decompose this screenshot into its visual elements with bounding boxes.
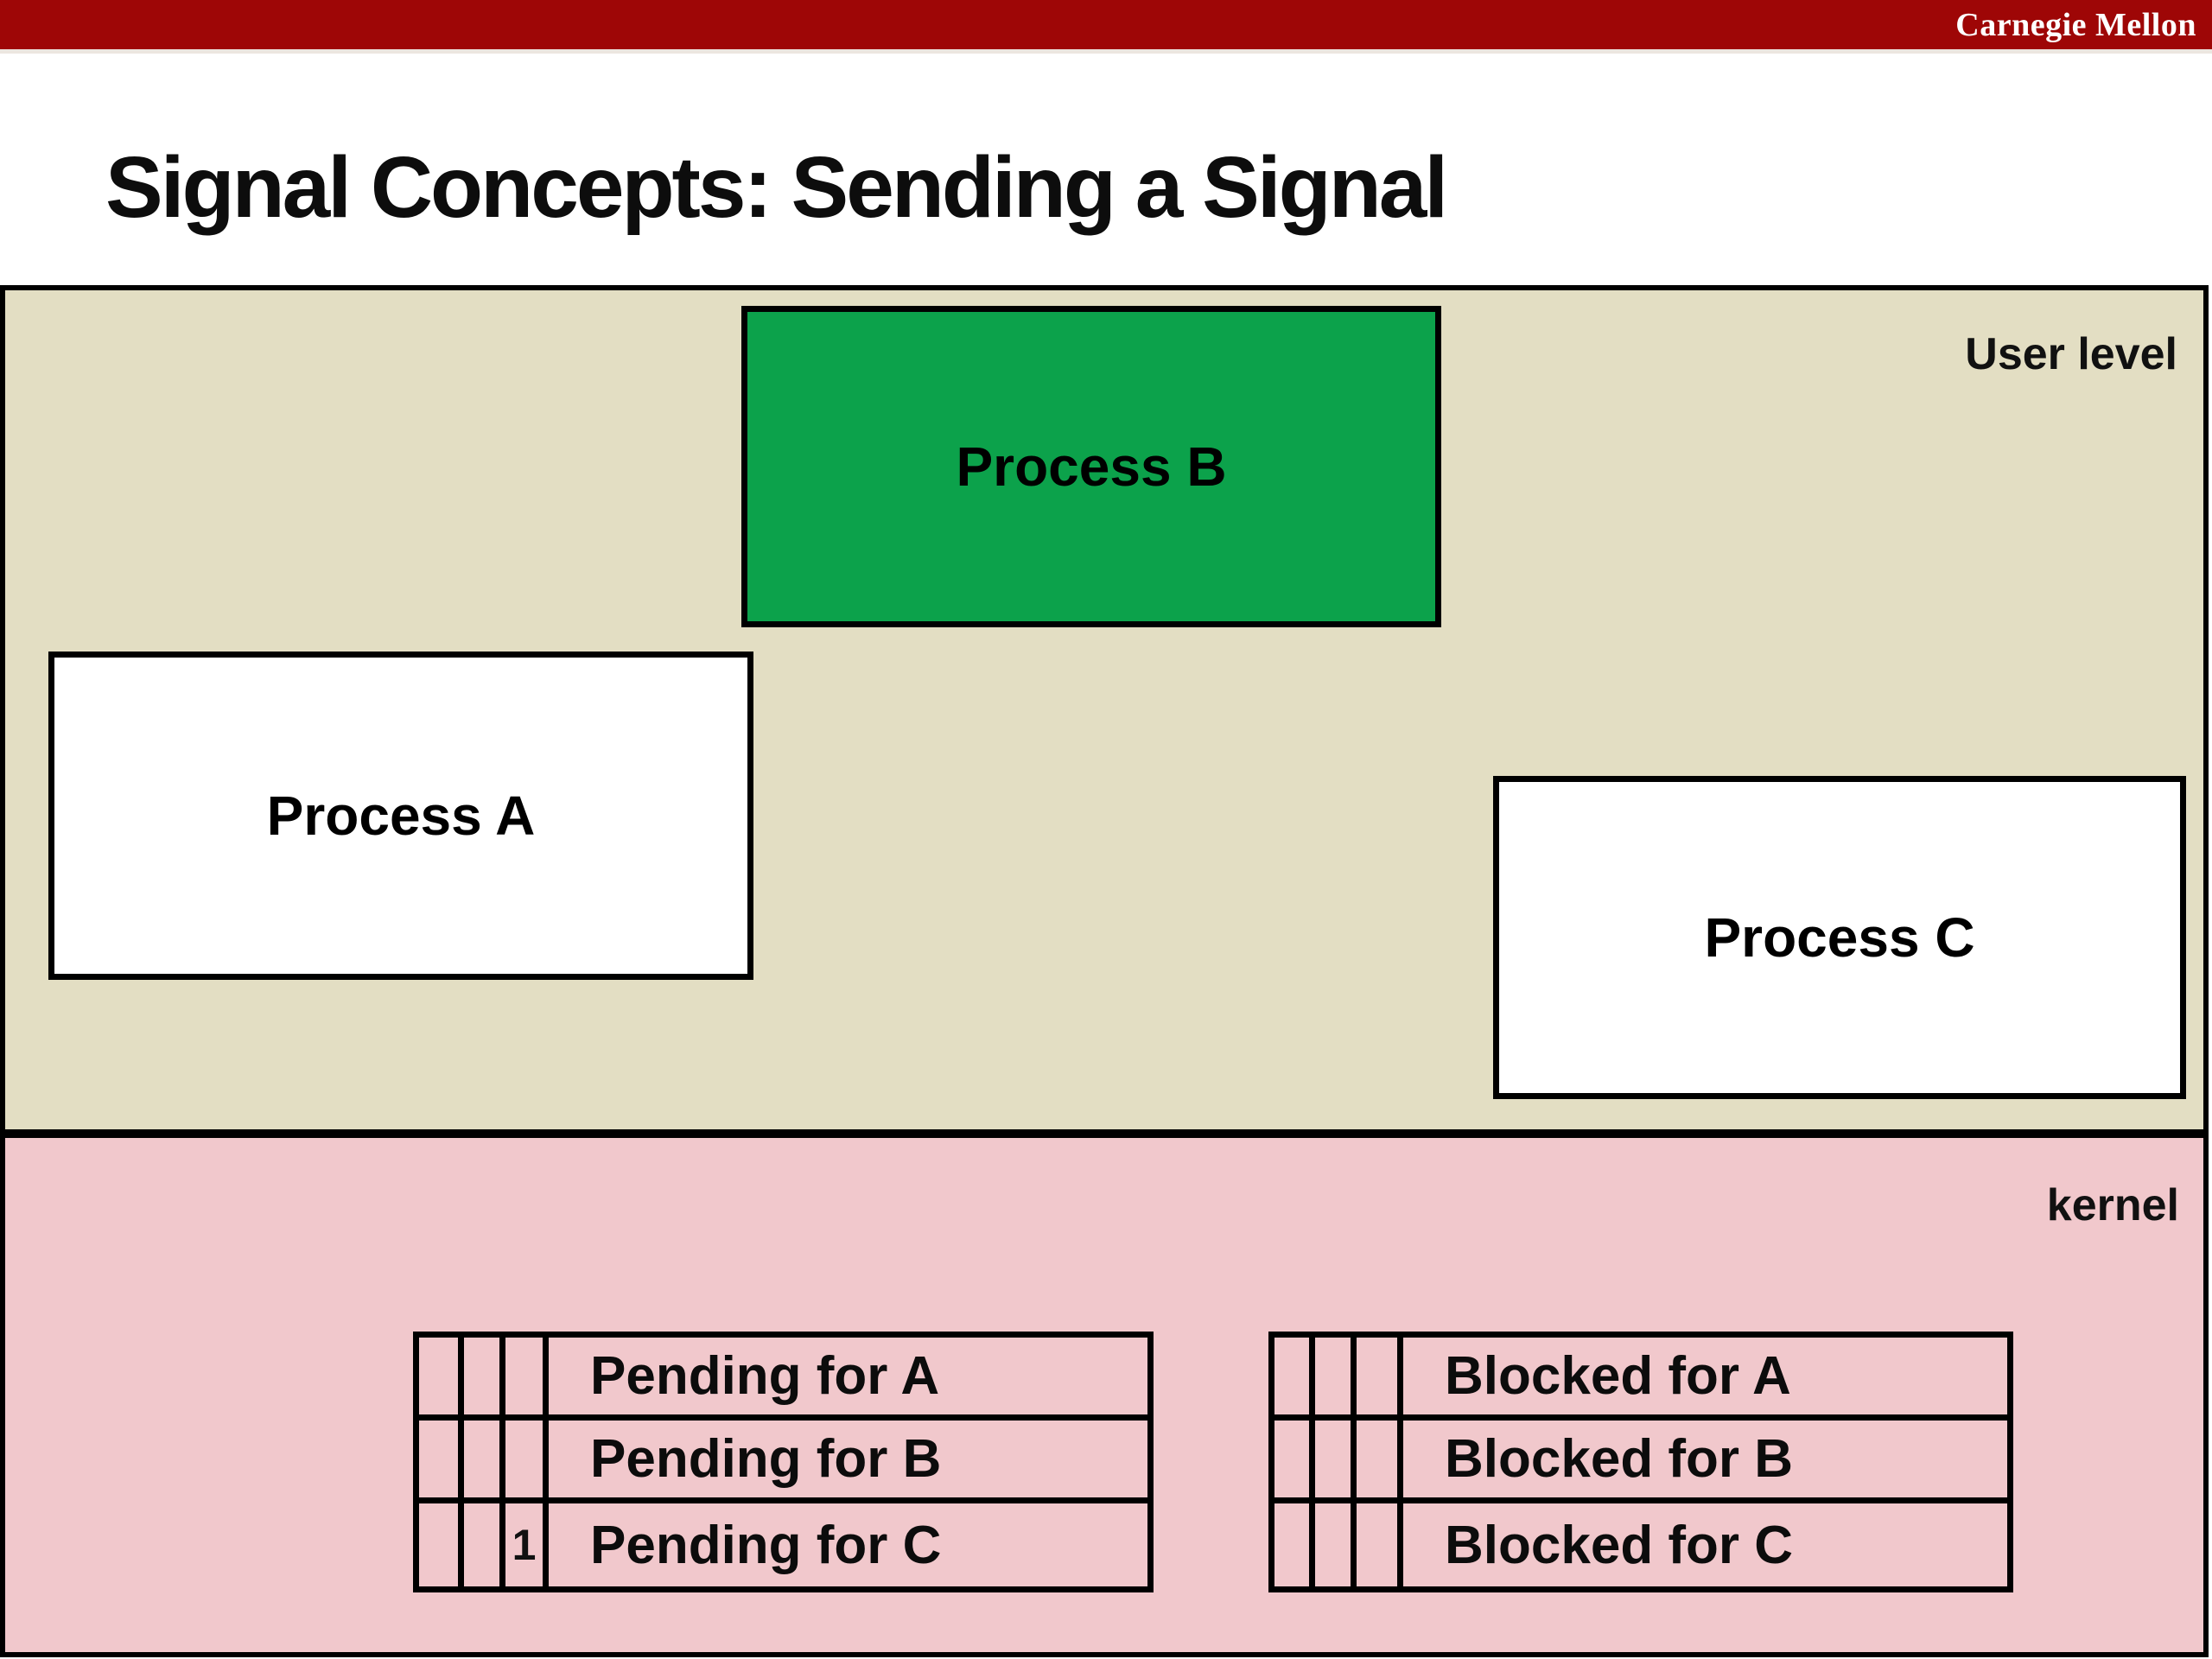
bit-cell <box>1274 1503 1315 1586</box>
bit-cell <box>1274 1338 1315 1414</box>
bit-cell <box>1357 1503 1403 1586</box>
bit-cell <box>505 1338 549 1414</box>
bit-cell <box>464 1421 505 1497</box>
bit-cell <box>419 1421 464 1497</box>
bit-cell <box>505 1421 549 1497</box>
bit-cell <box>419 1503 464 1586</box>
user-level-label: User level <box>1965 329 2177 379</box>
process-b-label: Process B <box>956 435 1227 498</box>
process-b-box: Process B <box>741 306 1441 627</box>
table-row: 1 Pending for C <box>419 1503 1147 1586</box>
row-label: Pending for B <box>590 1429 942 1489</box>
row-label: Blocked for B <box>1445 1429 1794 1489</box>
bit-cell <box>1315 1503 1357 1586</box>
bit-cell <box>464 1338 505 1414</box>
process-a-box: Process A <box>48 652 753 980</box>
process-a-label: Process A <box>266 785 536 847</box>
pending-table: Pending for A Pending for B 1 Pending fo… <box>413 1332 1154 1592</box>
table-row: Blocked for A <box>1274 1338 2007 1421</box>
kernel-region: kernel <box>5 1138 2203 1652</box>
row-label: Blocked for C <box>1445 1515 1794 1575</box>
bit-cell: 1 <box>505 1503 549 1586</box>
bit-cell <box>1315 1338 1357 1414</box>
cmu-wordmark: Carnegie Mellon <box>1955 6 2196 43</box>
bit-cell <box>1315 1421 1357 1497</box>
row-label: Pending for A <box>590 1346 940 1406</box>
bit-cell <box>1357 1338 1403 1414</box>
row-label: Blocked for A <box>1445 1346 1791 1406</box>
table-row: Blocked for C <box>1274 1503 2007 1586</box>
kernel-label: kernel <box>2046 1180 2179 1230</box>
table-row: Pending for B <box>419 1421 1147 1503</box>
brand-bar: Carnegie Mellon <box>0 0 2212 54</box>
table-row: Blocked for B <box>1274 1421 2007 1503</box>
page-title: Signal Concepts: Sending a Signal <box>105 139 1448 236</box>
bit-cell <box>464 1503 505 1586</box>
bit-cell <box>419 1338 464 1414</box>
table-row: Pending for A <box>419 1338 1147 1421</box>
bit-cell <box>1274 1421 1315 1497</box>
row-label: Pending for C <box>590 1515 942 1575</box>
process-c-label: Process C <box>1704 906 1975 969</box>
process-c-box: Process C <box>1493 776 2186 1099</box>
bit-cell <box>1357 1421 1403 1497</box>
blocked-table: Blocked for A Blocked for B Blocked for … <box>1268 1332 2013 1592</box>
